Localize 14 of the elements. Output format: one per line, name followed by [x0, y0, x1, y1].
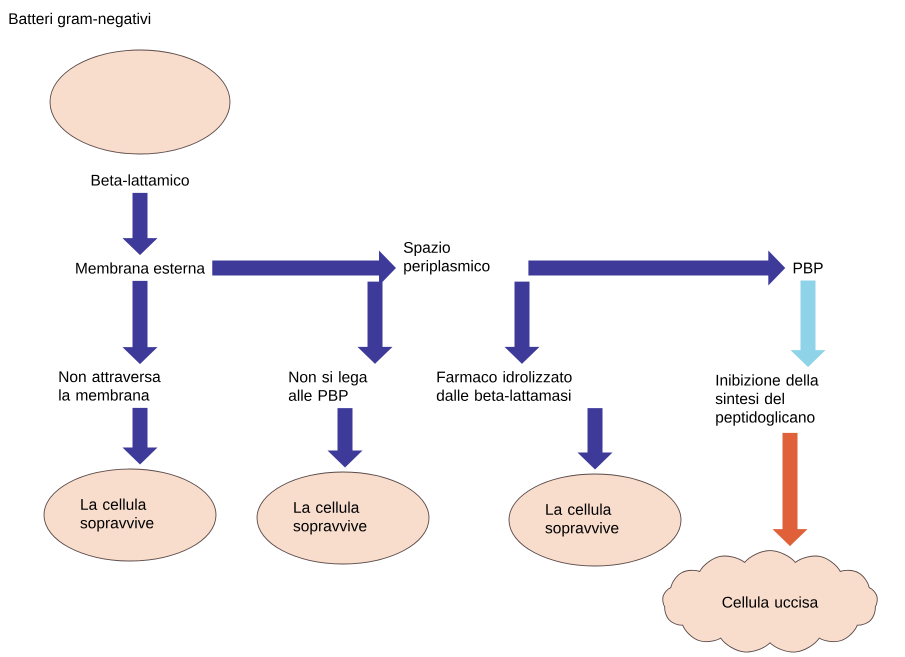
- step-text: Non attraversa la membrana: [59, 371, 161, 401]
- cell-oval: [50, 50, 230, 154]
- cell-oval: La cellula sopravvive: [256, 472, 430, 564]
- step-text: PBP: [794, 262, 823, 274]
- step-text: Non si lega alle PBP: [288, 371, 368, 401]
- cell-oval: La cellula sopravvive: [508, 474, 682, 566]
- dead-cell-blob: Cellula uccisa: [662, 550, 878, 652]
- heading: Batteri gram-negativi: [9, 12, 150, 28]
- cell-oval: La cellula sopravvive: [44, 468, 216, 562]
- step-text: Membrana esterna: [76, 262, 205, 274]
- step-text: Spazio periplasmico: [404, 242, 490, 274]
- step-text: Beta-lattamico: [92, 174, 189, 186]
- step-text: Farmaco idrolizzato dalle beta-lattamasi: [436, 371, 572, 401]
- step-text: Inibizione della sintesi del peptidoglicano: [716, 374, 819, 426]
